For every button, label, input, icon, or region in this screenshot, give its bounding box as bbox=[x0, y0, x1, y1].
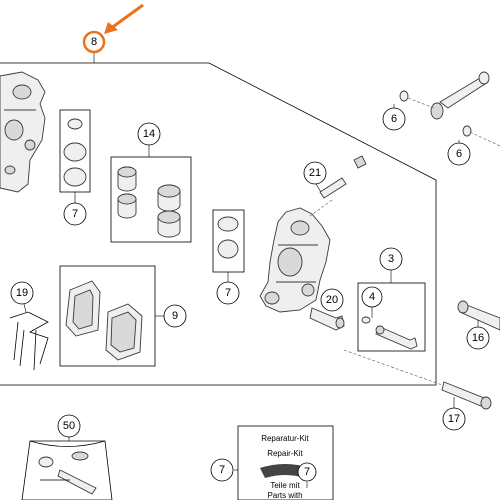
svg-text:16: 16 bbox=[472, 332, 484, 344]
svg-text:17: 17 bbox=[448, 413, 460, 425]
svg-text:6: 6 bbox=[456, 148, 462, 160]
callout-4: 4 bbox=[361, 286, 383, 308]
guide-pin-kit bbox=[357, 270, 426, 352]
kit-card-line-1: Reparatur-Kit bbox=[261, 434, 309, 443]
svg-text:19: 19 bbox=[16, 287, 28, 299]
bleed-screw bbox=[309, 155, 367, 217]
mounting-bolts-top bbox=[393, 71, 500, 147]
brake-pads bbox=[59, 265, 164, 367]
svg-text:50: 50 bbox=[63, 420, 75, 432]
svg-text:7: 7 bbox=[219, 464, 225, 476]
pad-spring bbox=[9, 303, 49, 371]
svg-text:4: 4 bbox=[369, 291, 375, 303]
svg-text:6: 6 bbox=[391, 113, 397, 125]
svg-text:21: 21 bbox=[309, 167, 321, 179]
callout-6-lower: 6 bbox=[447, 142, 471, 166]
svg-text:14: 14 bbox=[143, 128, 155, 140]
callout-14: 14 bbox=[137, 122, 161, 146]
bolt-17 bbox=[343, 349, 492, 410]
callout-7-left: 7 bbox=[63, 202, 87, 226]
callout-19: 19 bbox=[10, 281, 34, 305]
callout-17: 17 bbox=[442, 407, 466, 431]
callout-6-upper: 6 bbox=[382, 107, 406, 131]
callout-16: 16 bbox=[466, 326, 490, 350]
svg-text:7: 7 bbox=[225, 287, 231, 299]
callout-3: 3 bbox=[379, 247, 403, 271]
callout-7-middle: 7 bbox=[216, 281, 240, 305]
svg-text:7: 7 bbox=[304, 466, 310, 478]
assembly-frame bbox=[0, 62, 437, 386]
svg-text:7: 7 bbox=[72, 208, 78, 220]
kit-card-line-4: Parts with bbox=[267, 491, 302, 500]
kit-card-line-2: Repair-Kit bbox=[267, 449, 303, 458]
svg-text:8: 8 bbox=[91, 36, 97, 48]
callout-20: 20 bbox=[320, 288, 344, 312]
svg-text:20: 20 bbox=[326, 294, 338, 306]
callout-7-card: 7 bbox=[297, 462, 317, 482]
callout-9: 9 bbox=[163, 304, 187, 328]
seal-set-middle bbox=[212, 209, 245, 283]
repair-kit-card: Reparatur-Kit Repair-Kit Teile mit Parts… bbox=[234, 425, 334, 500]
callout-21: 21 bbox=[303, 161, 327, 185]
kit-card-line-3: Teile mit bbox=[270, 481, 300, 490]
caliper-body-right bbox=[259, 207, 331, 313]
highlight-arrow bbox=[104, 3, 144, 34]
svg-text:9: 9 bbox=[172, 310, 178, 322]
callout-7-kit: 7 bbox=[210, 458, 234, 482]
svg-text:3: 3 bbox=[388, 253, 394, 265]
repair-kit-bag bbox=[21, 436, 113, 500]
bolt-16 bbox=[457, 300, 500, 331]
seal-set-left bbox=[59, 109, 91, 203]
piston-set bbox=[110, 144, 192, 243]
caliper-pin bbox=[309, 307, 345, 331]
caliper-body-left bbox=[0, 71, 46, 193]
callout-50: 50 bbox=[57, 414, 81, 438]
brand-logo bbox=[260, 464, 310, 478]
callout-8: 8 bbox=[82, 30, 106, 54]
